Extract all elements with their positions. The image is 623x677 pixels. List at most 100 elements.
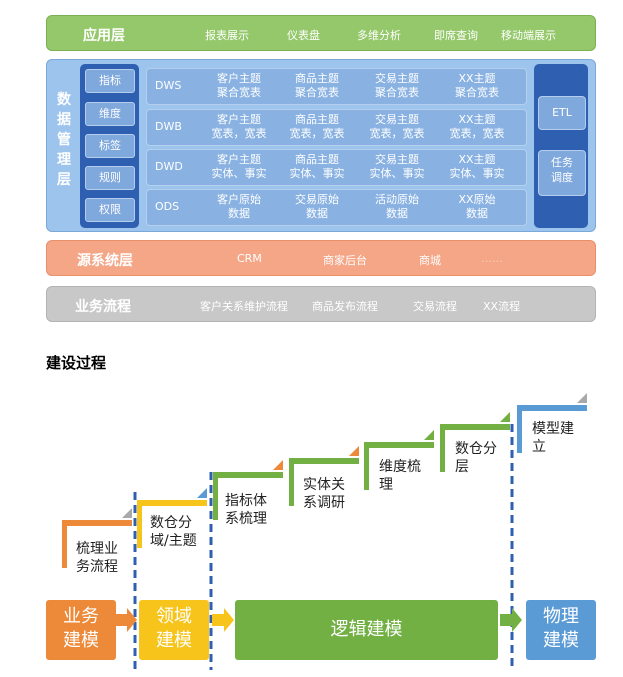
step-corner-triangle (349, 446, 359, 456)
source-item-crm: CRM (237, 252, 262, 265)
layer-cell: XX主题实体、事实 (437, 153, 517, 181)
phase-box: 逻辑建模 (235, 600, 498, 660)
cell-line: 宽表，宽表 (449, 127, 505, 140)
cell-line: 数据 (466, 207, 488, 220)
app-item-dashboard: 仪表盘 (287, 29, 320, 42)
cell-line: 实体、事实 (289, 167, 345, 180)
cell-line: 实体、事实 (369, 167, 425, 180)
step-side-bar (289, 458, 294, 506)
step-top-bar (440, 424, 510, 430)
layer-cell: 客户主题宽表，宽表 (199, 113, 279, 141)
step-label: 数仓分 层 (455, 441, 497, 475)
step-label: 梳理业 务流程 (76, 541, 118, 575)
layer-cell: XX主题聚合宽表 (437, 72, 517, 100)
layer-code: DWB (155, 120, 182, 133)
source-item-more: …… (481, 252, 503, 265)
data-layer-title: 数据管理层 (57, 92, 71, 188)
application-layer: 应用层 报表展示 仪表盘 多维分析 即席查询 移动端展示 (46, 15, 596, 51)
step-side-bar (62, 520, 67, 568)
tag-metrics: 指标 (85, 69, 135, 93)
source-layer-title: 源系统层 (77, 253, 133, 269)
cell-line: 数据 (386, 207, 408, 220)
cell-line: 交易主题 (375, 113, 419, 126)
step-corner-triangle (273, 460, 283, 470)
cell-line: 聚合宽表 (217, 86, 261, 99)
layer-cell: 商品主题聚合宽表 (277, 72, 357, 100)
layer-cell: 客户主题聚合宽表 (199, 72, 279, 100)
cell-line: 宽表，宽表 (289, 127, 345, 140)
business-layer-title: 业务流程 (75, 299, 131, 315)
biz-item-product-publish: 商品发布流程 (312, 300, 378, 313)
step-top-bar (289, 458, 359, 464)
cell-line: 活动原始 (375, 193, 419, 206)
layer-cell: 交易原始数据 (277, 193, 357, 221)
source-item-mall: 商城 (419, 254, 441, 267)
step-label: 实体关 系调研 (303, 477, 345, 511)
cell-line: 聚合宽表 (455, 86, 499, 99)
tag-permissions: 权限 (85, 198, 135, 222)
app-item-adhoc-query: 即席查询 (434, 29, 478, 42)
tag-rules: 规则 (85, 166, 135, 190)
step-top-bar (62, 520, 132, 526)
step-label: 模型建 立 (532, 421, 574, 455)
step-side-bar (364, 442, 369, 490)
source-system-layer: 源系统层 CRM 商家后台 商城 …… (46, 240, 596, 276)
phase-arrow (500, 608, 522, 632)
app-item-mobile: 移动端展示 (501, 29, 556, 42)
cell-line: 聚合宽表 (375, 86, 419, 99)
step-corner-triangle (424, 430, 434, 440)
layer-cell: XX主题宽表，宽表 (437, 113, 517, 141)
biz-item-crm-process: 客户关系维护流程 (200, 300, 288, 313)
layer-cell: 交易主题宽表，宽表 (357, 113, 437, 141)
cell-line: 商品主题 (295, 153, 339, 166)
layer-cell: 客户主题实体、事实 (199, 153, 279, 181)
cell-line: 客户主题 (217, 153, 261, 166)
step-corner-triangle (197, 488, 207, 498)
cell-line: XX主题 (458, 72, 496, 85)
cell-line: 客户主题 (217, 72, 261, 85)
phase-arrow (115, 608, 137, 632)
step-side-bar (213, 472, 218, 520)
tag-labels: 标签 (85, 134, 135, 158)
layer-cell: 交易主题聚合宽表 (357, 72, 437, 100)
layer-cell: 活动原始数据 (357, 193, 437, 221)
cell-line: 客户原始 (217, 193, 261, 206)
cell-line: XX原始 (458, 193, 496, 206)
cell-line: 商品主题 (295, 72, 339, 85)
layer-code: DWD (155, 160, 183, 173)
tag-dimensions: 维度 (85, 102, 135, 126)
biz-item-trade-process: 交易流程 (413, 300, 457, 313)
layer-cell: 交易主题实体、事实 (357, 153, 437, 181)
application-layer-title: 应用层 (83, 28, 125, 44)
cell-line: 数据 (228, 207, 250, 220)
cell-line: 交易主题 (375, 153, 419, 166)
cell-line: 交易主题 (375, 72, 419, 85)
cell-line: XX主题 (458, 153, 496, 166)
layer-cell: XX原始数据 (437, 193, 517, 221)
layer-code: ODS (155, 200, 180, 213)
step-corner-triangle (500, 412, 510, 422)
cell-line: 聚合宽表 (295, 86, 339, 99)
phase-box: 领域 建模 (139, 600, 209, 660)
app-item-olap: 多维分析 (357, 29, 401, 42)
step-corner-triangle (122, 508, 132, 518)
phase-box: 业务 建模 (46, 600, 116, 660)
etl-box: ETL (538, 96, 586, 130)
step-top-bar (364, 442, 434, 448)
step-top-bar (517, 405, 587, 411)
scheduling-column (534, 64, 588, 228)
cell-line: 宽表，宽表 (211, 127, 267, 140)
cell-line: 客户主题 (217, 113, 261, 126)
source-item-merchant-backend: 商家后台 (323, 254, 367, 267)
step-label: 维度梳 理 (379, 459, 421, 493)
step-side-bar (517, 405, 522, 453)
step-label: 数仓分 域/主题 (150, 515, 197, 549)
biz-item-xx-process: XX流程 (483, 300, 521, 313)
step-label: 指标体 系梳理 (225, 493, 267, 527)
cell-line: 实体、事实 (211, 167, 267, 180)
layer-cell: 客户原始数据 (199, 193, 279, 221)
step-top-bar (137, 500, 207, 506)
